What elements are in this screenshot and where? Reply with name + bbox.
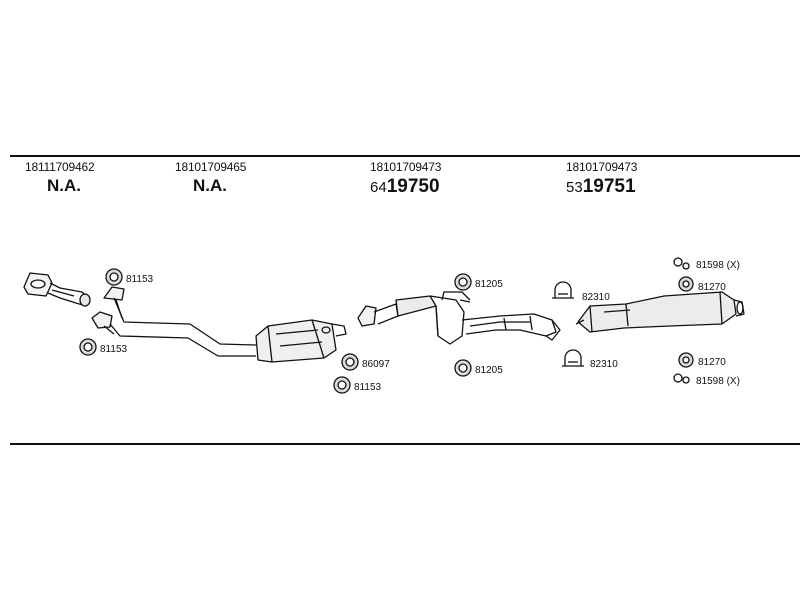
- code-prefix: 53: [566, 179, 583, 196]
- clamp-icon: [552, 281, 574, 299]
- availability: N.A.: [193, 176, 227, 195]
- catalog-code: 5319751: [566, 176, 637, 198]
- part-number: 18101709473: [566, 160, 638, 174]
- label-rear-top-1: 81598 (X): [696, 260, 740, 271]
- part-number: 18111709462: [25, 160, 95, 174]
- catalog-code: 6419750: [370, 176, 441, 198]
- down-pipe: [91, 286, 257, 357]
- rubber-mount-icon: [678, 276, 694, 292]
- gasket-ring-icon: [454, 359, 472, 377]
- catalytic-converter: [255, 319, 347, 363]
- rubber-mount-icon: [678, 352, 694, 368]
- column-catalyst: 18101709465 N.A.: [175, 160, 246, 196]
- label-clamp-bottom: 82310: [590, 359, 618, 370]
- code-prefix: 64: [370, 179, 387, 196]
- gasket-ring-icon: [79, 338, 97, 356]
- label-rear-top-2: 81270: [698, 282, 726, 293]
- label-cat-ring-2: 81153: [354, 382, 382, 393]
- label-clamp-top: 82310: [582, 292, 610, 303]
- label-mid-top: 81205: [475, 279, 503, 290]
- gasket-ring-icon: [341, 353, 359, 371]
- gasket-ring-icon: [105, 268, 123, 286]
- code-number: 19751: [582, 176, 636, 197]
- column-rear-silencer: 18101709473 5319751: [566, 160, 637, 198]
- part-number: 18101709473: [370, 160, 442, 174]
- washer-icon: [673, 257, 690, 270]
- label-rear-bottom-2: 81598 (X): [696, 376, 740, 387]
- code-number: 19750: [386, 176, 440, 197]
- availability: N.A.: [47, 176, 81, 195]
- label-mid-bottom: 81205: [475, 365, 503, 376]
- bottom-divider: [10, 443, 800, 445]
- rear-silencer: [575, 291, 745, 333]
- label-rear-bottom-1: 81270: [698, 357, 726, 368]
- column-middle-silencer: 18101709473 6419750: [370, 160, 441, 198]
- label-ring-front-top: 81153: [126, 274, 154, 285]
- washer-icon: [673, 373, 690, 384]
- front-pipe-flange: [23, 272, 91, 307]
- label-cat-ring-1: 86097: [362, 359, 390, 370]
- middle-silencer: [357, 291, 561, 345]
- top-divider: [10, 155, 800, 157]
- gasket-ring-icon: [333, 376, 351, 394]
- column-front-pipe: 18111709462 N.A.: [25, 160, 95, 196]
- clamp-icon: [562, 349, 584, 367]
- part-number: 18101709465: [175, 160, 247, 174]
- gasket-ring-icon: [454, 273, 472, 291]
- label-ring-front-bottom: 81153: [100, 344, 128, 355]
